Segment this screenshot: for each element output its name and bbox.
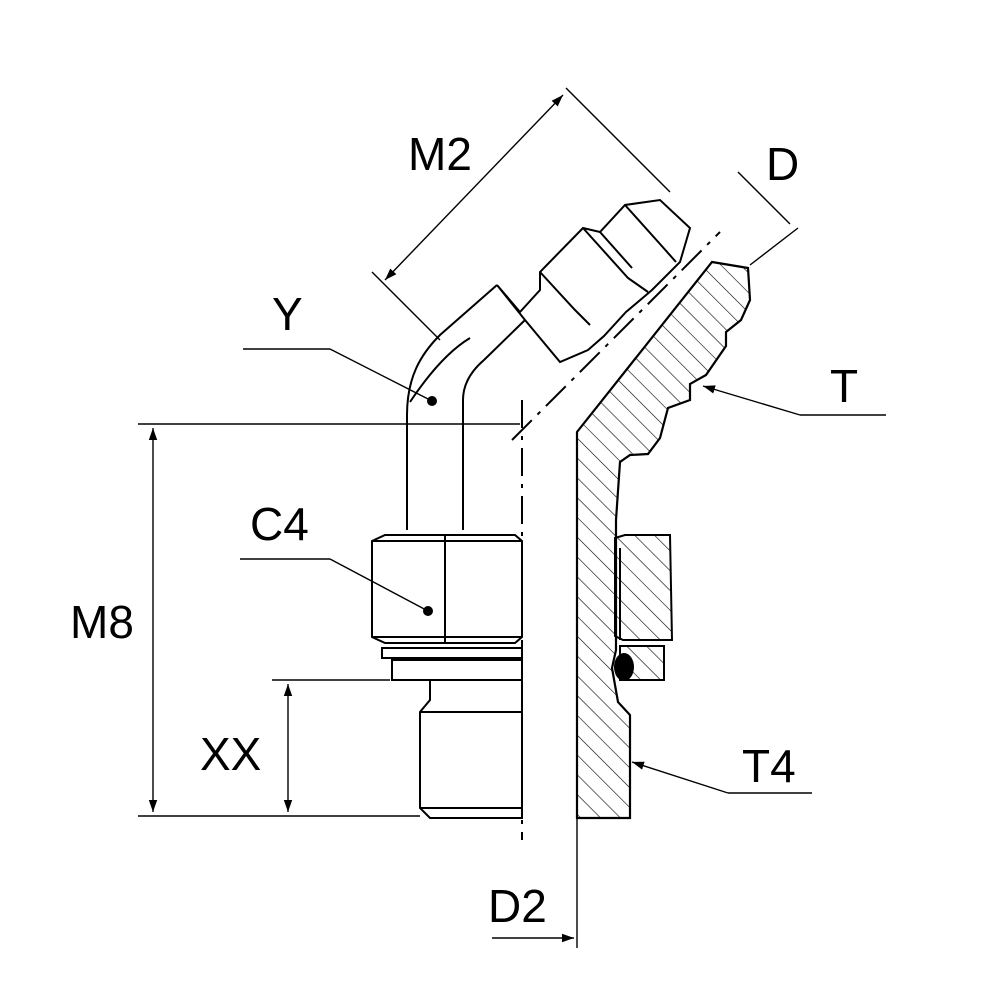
section-view (575, 260, 752, 820)
centerline-angled (511, 231, 721, 441)
o-ring-section (614, 653, 634, 681)
dim-m2 (371, 87, 671, 341)
label-d: D (766, 138, 799, 190)
locknut-section (614, 534, 674, 641)
label-m2: M2 (408, 128, 472, 180)
leader-t4 (631, 761, 812, 794)
label-xx: XX (200, 728, 261, 780)
leader-y (243, 348, 437, 406)
label-t: T (830, 360, 858, 412)
exterior-view (371, 198, 692, 819)
leader-t (702, 385, 886, 416)
dim-xx (272, 679, 390, 812)
section-body-hatch (575, 260, 752, 820)
label-y: Y (272, 288, 303, 340)
label-m8: M8 (70, 596, 134, 648)
label-t4: T4 (742, 740, 796, 792)
dim-m8 (138, 423, 520, 817)
dim-d2 (492, 818, 578, 948)
label-c4: C4 (250, 498, 309, 550)
leader-c4 (240, 558, 433, 616)
label-d2: D2 (488, 880, 547, 932)
dim-d (737, 171, 799, 266)
